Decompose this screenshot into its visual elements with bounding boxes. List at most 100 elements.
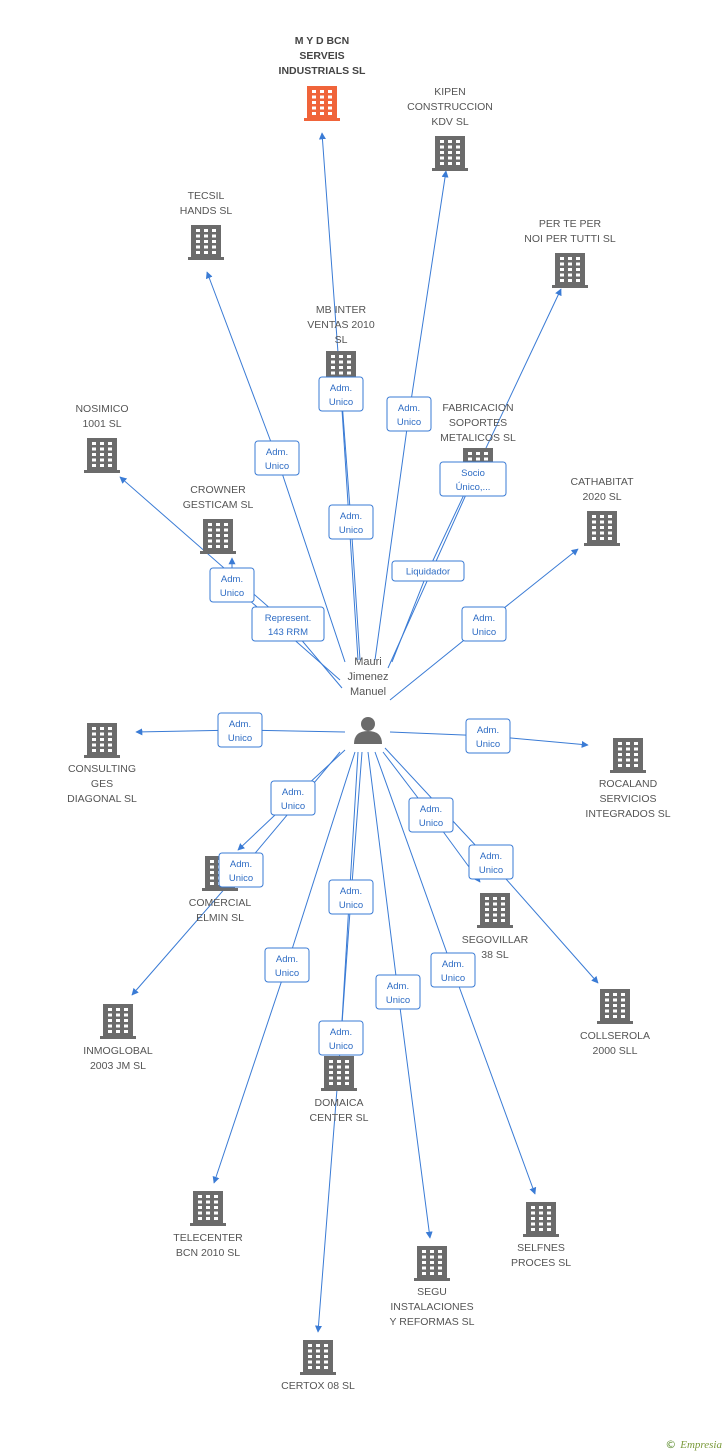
relation-label-crowner[interactable]: Adm.Unico [209, 567, 255, 603]
relation-box [318, 376, 364, 412]
relation-label-mbinter[interactable]: Adm.Unico [328, 504, 374, 540]
relation-text: Unico [386, 995, 410, 1006]
company-label-line: ELMIN SL [196, 912, 244, 924]
building-icon[interactable] [84, 723, 120, 758]
relation-text: Adm. [266, 447, 288, 458]
company-label-line: 2003 JM SL [90, 1060, 146, 1072]
relation-text: Adm. [442, 959, 464, 970]
relation-text: Unico [479, 865, 503, 876]
company-label-line: 1001 SL [82, 418, 121, 430]
relation-label-segu[interactable]: Adm. Unico [375, 974, 421, 1010]
relation-label-perte[interactable]: Liquidador [391, 560, 465, 582]
relation-text: Unico [228, 733, 252, 744]
relation-label-selfnes[interactable]: Adm.Unico [430, 952, 476, 988]
relation-label-certox[interactable]: Adm.Unico [318, 1020, 364, 1056]
company-label-line: BCN 2010 SL [176, 1247, 240, 1259]
relation-text: Unico [476, 739, 500, 750]
building-icon[interactable] [100, 1004, 136, 1039]
building-icon[interactable] [190, 1191, 226, 1226]
building-icon[interactable] [84, 438, 120, 473]
relation-label-myd[interactable]: Adm.Unico [318, 376, 364, 412]
relation-box [328, 504, 374, 540]
relation-box [439, 461, 507, 497]
relation-text: Adm. [387, 981, 409, 992]
building-icon[interactable] [584, 511, 620, 546]
relation-label-consulting[interactable]: Adm. Unico [217, 712, 263, 748]
relation-label-collserola[interactable]: Adm.Unico [468, 844, 514, 880]
building-icon[interactable] [188, 225, 224, 260]
company-label-line: CERTOX 08 SL [281, 1380, 355, 1392]
building-icon[interactable] [414, 1246, 450, 1281]
relation-box [270, 780, 316, 816]
relation-text: Adm. [276, 954, 298, 965]
relation-label-fabricacion[interactable]: SocioÚnico,... [439, 461, 507, 497]
relation-box [328, 879, 374, 915]
relation-label-tecsil[interactable]: Adm.Unico [254, 440, 300, 476]
company-node-nosimico[interactable]: NOSIMICO 1001 SL [75, 403, 129, 473]
company-label-line: COLLSEROLA [580, 1030, 650, 1042]
copyright-icon: © [665, 1438, 677, 1451]
company-label-line: NOSIMICO [75, 403, 128, 415]
company-label-line: SEGU [417, 1286, 447, 1298]
company-label-line: 2000 SLL [593, 1045, 638, 1057]
relation-text: 143 RRM [268, 627, 308, 638]
company-label-line: CATHABITAT [571, 476, 635, 488]
relation-text: Unico [339, 900, 363, 911]
building-icon[interactable] [432, 136, 468, 171]
building-icon[interactable] [200, 519, 236, 554]
building-icon[interactable] [300, 1340, 336, 1375]
building-icon[interactable] [610, 738, 646, 773]
company-label-line: TECSIL [188, 190, 225, 202]
building-icon[interactable] [321, 1056, 357, 1091]
company-label-line: INTEGRADOS SL [585, 808, 670, 820]
relation-text: Unico [281, 801, 305, 812]
footer-brand[interactable]: ©Empresia [665, 1438, 722, 1451]
company-node-collserola[interactable]: COLLSEROLA 2000 SLL [580, 989, 650, 1057]
relation-label-nosimico[interactable]: Represent.143 RRM [251, 606, 325, 642]
person-icon[interactable] [354, 717, 382, 744]
relation-text: Adm. [330, 1027, 352, 1038]
relation-label-kipen[interactable]: Adm.Unico [386, 396, 432, 432]
relation-text: Adm. [340, 886, 362, 897]
relation-label-segovillar[interactable]: Adm.Unico [408, 797, 454, 833]
relation-label-cathabitat[interactable]: Adm.Unico [461, 606, 507, 642]
company-label-line: NOI PER TUTTI SL [524, 233, 616, 245]
company-label-line: METALICOS SL [440, 432, 516, 444]
building-icon[interactable] [597, 989, 633, 1024]
company-node-certox[interactable]: CERTOX 08 SL [281, 1340, 355, 1392]
relation-label-domaica[interactable]: Adm. Unico [328, 879, 374, 915]
building-icon[interactable] [304, 86, 340, 121]
relation-text: Adm. [477, 725, 499, 736]
company-label-line: PROCES SL [511, 1257, 571, 1269]
company-node-tecsil[interactable]: TECSIL HANDS SL [180, 190, 233, 260]
building-icon[interactable] [477, 893, 513, 928]
relation-label-telecenter[interactable]: Adm.Unico [264, 947, 310, 983]
building-icon[interactable] [552, 253, 588, 288]
relation-box [264, 947, 310, 983]
company-label-line: HANDS SL [180, 205, 233, 217]
building-icon[interactable] [523, 1202, 559, 1237]
relation-label-inmoglobal[interactable]: Adm.Unico [218, 852, 264, 888]
relation-label-rocaland[interactable]: Adm. Unico [465, 718, 511, 754]
relation-label-comercial[interactable]: Adm.Unico [270, 780, 316, 816]
relation-text: Único,... [456, 482, 491, 493]
relation-text: Unico [339, 525, 363, 536]
relation-text: Adm. [229, 719, 251, 730]
